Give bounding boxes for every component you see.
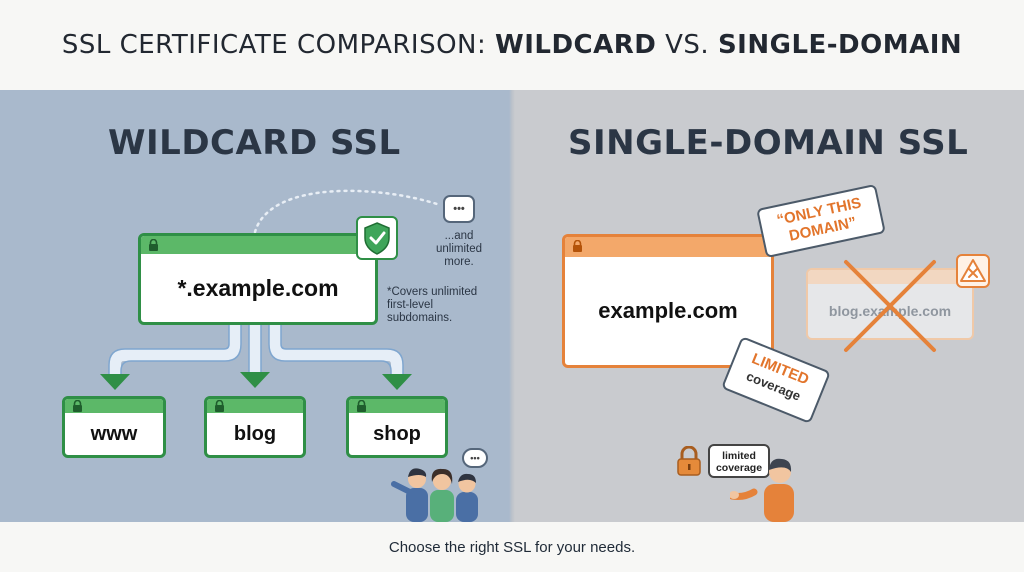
title-wildcard: WILDCARD: [495, 30, 657, 60]
subdomain-window-blog: blog: [204, 396, 306, 458]
lock-icon: [573, 240, 582, 252]
subdomain-label: blog: [233, 422, 277, 445]
header: SSL CERTIFICATE COMPARISON: WILDCARD VS.…: [0, 0, 1024, 90]
subdomain-window-www: www: [62, 396, 166, 458]
lock-icon: [215, 400, 224, 412]
single-domain-name: example.com: [598, 298, 738, 323]
more-dots-icon: •••: [443, 195, 475, 223]
speech-bubble-icon: •••: [462, 448, 488, 468]
arrow-shop: [382, 374, 412, 390]
arrow-www: [100, 374, 130, 390]
subdomain-label: shop: [373, 422, 421, 445]
footer-tagline: Choose the right SSL for your needs.: [388, 538, 636, 556]
lock-icon: [149, 239, 158, 251]
person-illustration: [730, 458, 794, 522]
lock-icon: [357, 400, 366, 412]
limited-coverage-callout: limited coverage: [708, 444, 770, 478]
title-single-domain: SINGLE-DOMAIN: [717, 30, 963, 60]
wildcard-cert-window: *.example.com: [138, 233, 378, 325]
single-domain-cert-window: example.com: [562, 234, 774, 368]
subdomain-label: www: [90, 422, 138, 445]
blocked-domain-label: blog.example.com: [828, 303, 952, 319]
padlock-icon: [677, 446, 701, 476]
unlimited-more-note: ...and unlimited more.: [435, 230, 483, 268]
arrow-blog: [240, 372, 270, 388]
warning-icon: [956, 254, 990, 288]
window-titlebar: [141, 236, 375, 254]
lock-icon: [73, 400, 82, 412]
wildcard-heading: WILDCARD SSL: [108, 123, 401, 163]
cross-mark-icon: [844, 260, 936, 352]
panel-divider: [509, 90, 515, 522]
people-group-illustration: [391, 468, 478, 522]
subdomain-window-shop: shop: [346, 396, 448, 458]
footer: Choose the right SSL for your needs.: [0, 522, 1024, 572]
wildcard-domain: *.example.com: [177, 274, 339, 301]
shield-check-icon: [356, 216, 398, 260]
wildcard-coverage-note: *Covers unlimited first-level subdomains…: [387, 286, 478, 324]
page-title: SSL CERTIFICATE COMPARISON: WILDCARD VS.…: [61, 30, 963, 60]
single-domain-heading: SINGLE-DOMAIN SSL: [568, 123, 969, 163]
